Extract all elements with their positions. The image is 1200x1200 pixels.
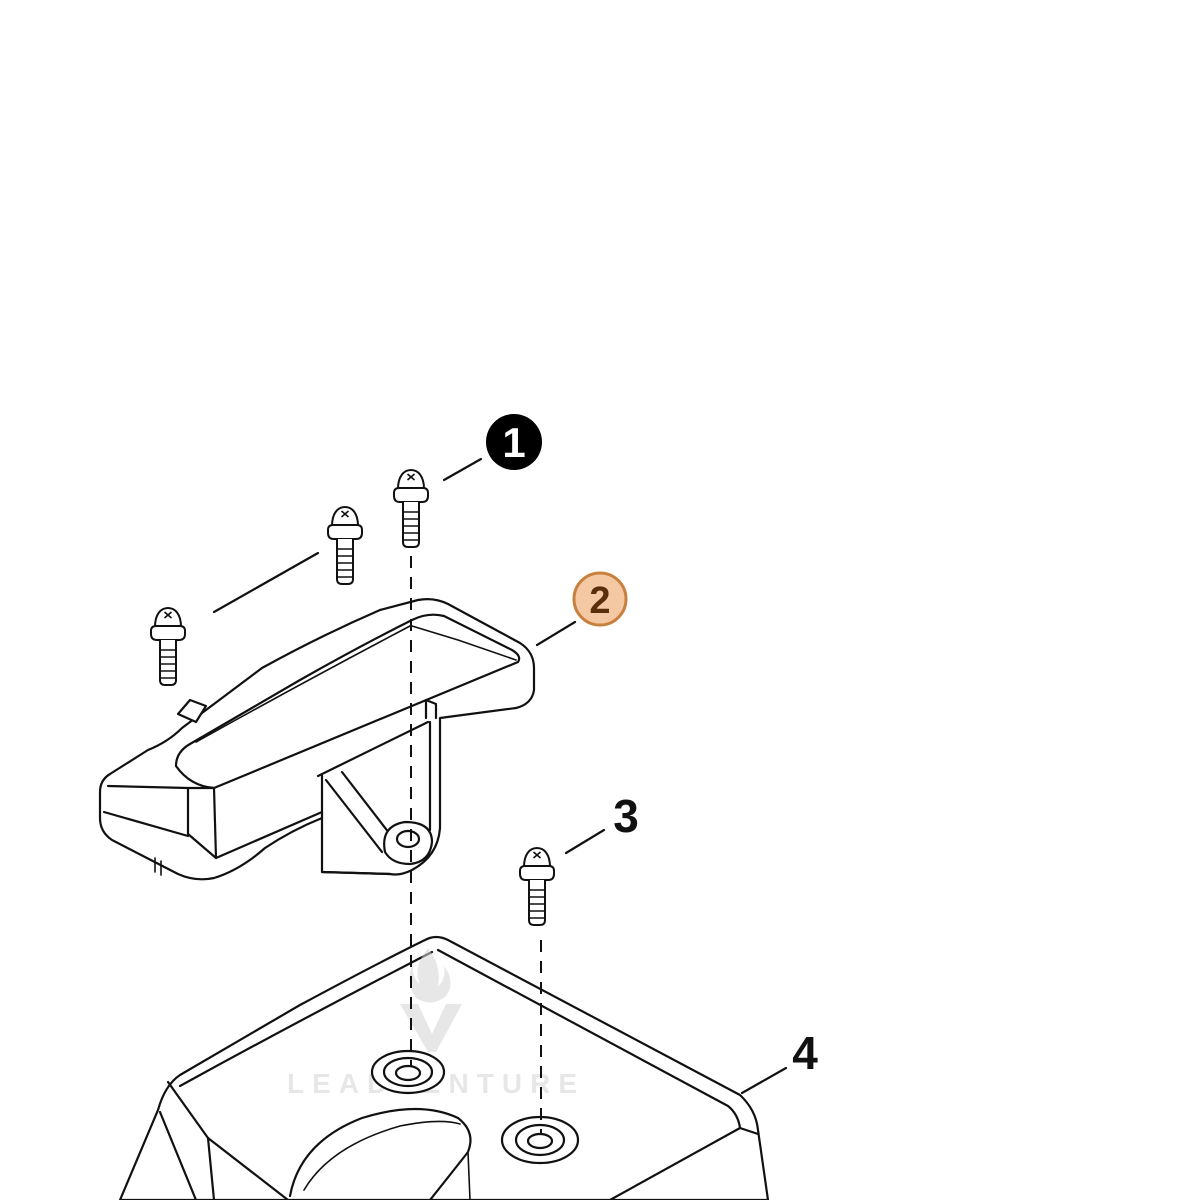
bracket-boss — [383, 820, 434, 866]
callout-3-label: 3 — [613, 790, 639, 842]
leader-item-2 — [535, 620, 577, 647]
v-logo-icon — [400, 1004, 462, 1052]
leader-item-4 — [740, 1066, 788, 1095]
meter-bracket — [98, 598, 536, 881]
screw-1-left — [150, 607, 186, 686]
flame-logo-icon — [409, 948, 451, 1003]
bracket-mount-hole — [395, 829, 421, 849]
callout-1-label: 1 — [502, 419, 525, 466]
screw-1-middle — [327, 506, 363, 585]
leader-item-3 — [564, 828, 606, 855]
callout-1: 1 — [486, 414, 542, 470]
callout-2-badge — [572, 571, 628, 627]
housing-opening — [288, 1107, 472, 1200]
grommet-right — [500, 1115, 580, 1165]
grommet-left — [370, 1049, 446, 1095]
bracket-clip-left — [176, 698, 208, 724]
leader-item-1 — [442, 457, 483, 482]
leader-screw-link — [212, 551, 320, 614]
callout-2-label: 2 — [589, 580, 610, 622]
callout-2: 2 — [572, 571, 628, 627]
callout-4-label: 4 — [792, 1027, 818, 1079]
screw-3 — [519, 847, 555, 926]
screw-1-right — [393, 469, 429, 548]
callout-1-badge — [486, 414, 542, 470]
bracket-tab-right — [424, 698, 438, 720]
